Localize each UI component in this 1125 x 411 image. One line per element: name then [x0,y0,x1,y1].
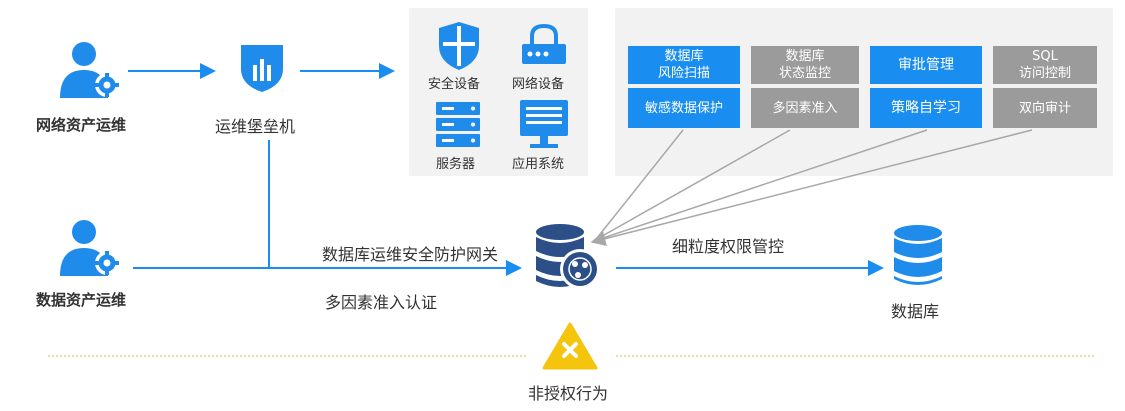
server-rack-icon [434,102,482,148]
warning-triangle-icon [542,322,598,370]
security-shield-icon [437,22,481,70]
app-system-label: 应用系统 [512,157,565,172]
feature-line-1 [596,129,684,239]
unauthorized-label: 非授权行为 [528,384,609,403]
feature-line-4 [590,129,1033,246]
shield-bars-icon [237,43,287,93]
feature-db-status-monitor: 数据库状态监控 [751,46,859,84]
router-icon [520,22,568,68]
network-device-label: 网络设备 [512,77,565,92]
database-label: 数据库 [891,302,940,321]
bastion-label: 运维堡垒机 [215,117,296,136]
server-label: 服务器 [436,157,476,172]
user-gear-icon [60,218,126,278]
feature-line-2 [596,129,791,240]
feature-mfa-access: 多因素准入 [751,88,859,128]
feature-approval: 审批管理 [870,46,982,84]
network-ops-label: 网络资产运维 [36,116,127,134]
feature-line-3 [596,129,928,241]
feature-db-risk-scan: 数据库风险扫描 [628,46,740,84]
database-icon [892,224,944,288]
mfa-auth-label: 多因素准入认证 [325,293,438,312]
database-ops-label: 数据资产运维 [36,291,127,309]
monitor-icon [518,100,570,150]
database-gateway-icon [534,223,606,295]
feature-sensitive-protect: 敏感数据保护 [628,88,740,128]
fine-grained-label: 细粒度权限管控 [672,237,785,256]
feature-policy-learning: 策略自学习 [870,88,982,128]
user-gear-icon [60,40,126,100]
device-panel [409,8,588,176]
gateway-label: 数据库运维安全防护网关 [322,245,499,264]
feature-bidirectional-audit: 双向审计 [993,88,1097,128]
security-device-label: 安全设备 [428,77,481,92]
